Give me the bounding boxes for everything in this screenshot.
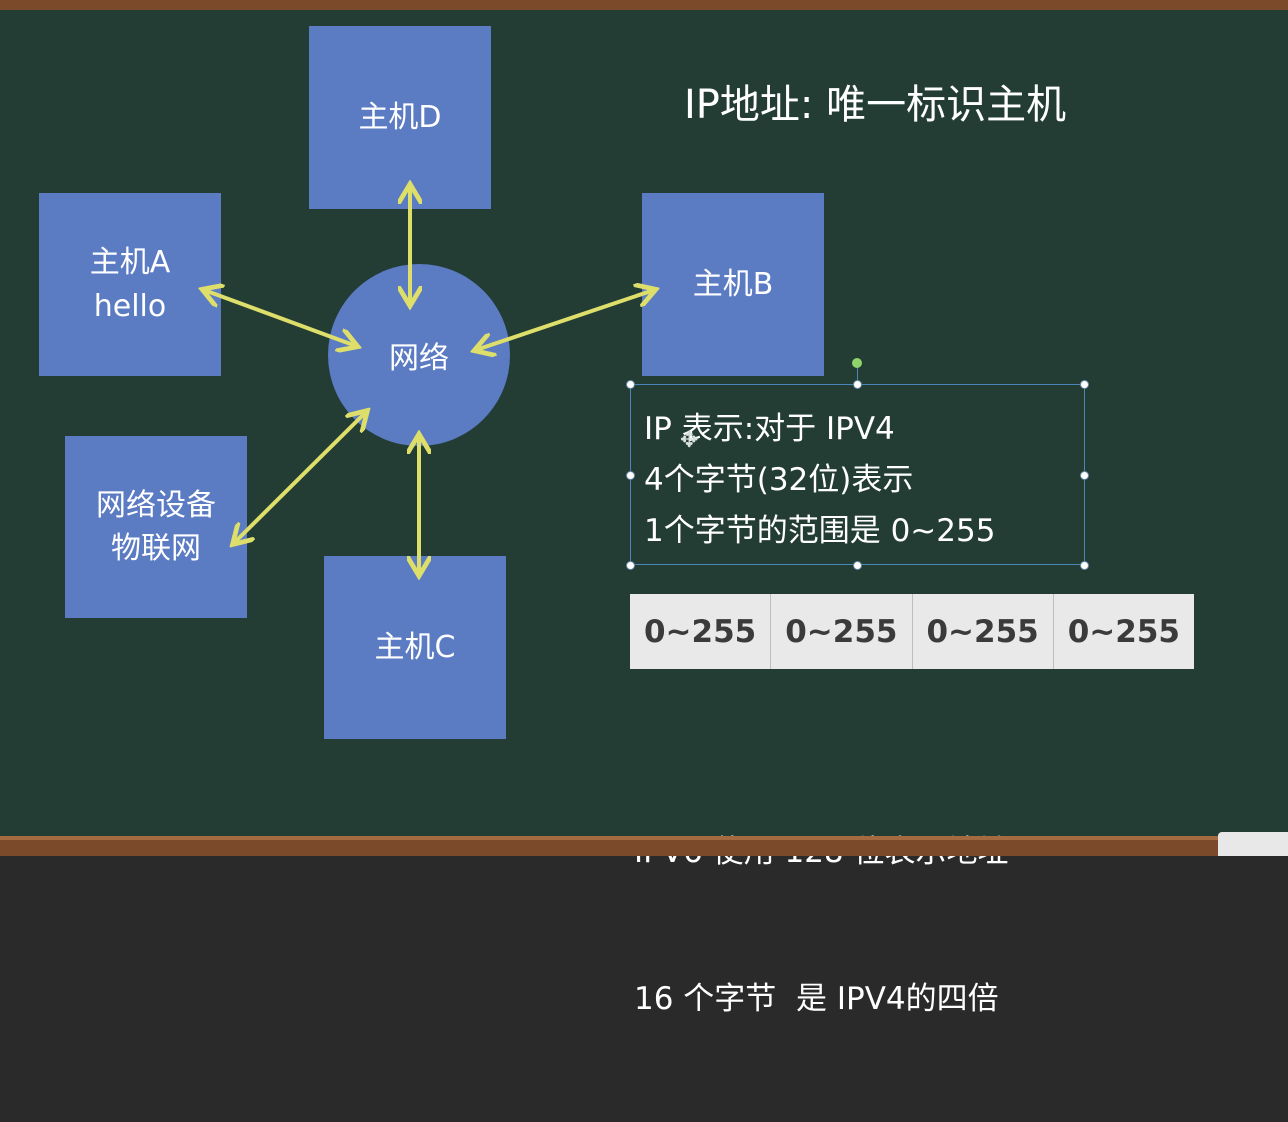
host-a-node[interactable]: 主机A hello xyxy=(39,193,221,376)
host-a-label: 主机A xyxy=(89,245,171,280)
host-a-sublabel: hello xyxy=(93,288,167,324)
resize-handle-ne[interactable] xyxy=(1080,380,1089,389)
network-device-node[interactable]: 网络设备 物联网 xyxy=(65,436,247,618)
resize-handle-s[interactable] xyxy=(853,561,862,570)
host-d-label: 主机D xyxy=(358,99,442,135)
rotate-handle-line xyxy=(857,365,858,384)
network-device-label: 网络设备 xyxy=(96,487,216,523)
chalk-tray xyxy=(1218,832,1288,856)
iot-label: 物联网 xyxy=(111,531,201,566)
byte-cell: 0~255 xyxy=(913,594,1054,669)
resize-handle-n[interactable] xyxy=(853,380,862,389)
resize-handle-e[interactable] xyxy=(1080,471,1089,480)
resize-handle-se[interactable] xyxy=(1080,561,1089,570)
board-frame-bottom xyxy=(0,836,1288,856)
ipv6-line-2: 16 个字节 是 IPV4的四倍 xyxy=(634,981,999,1017)
network-label: 网络 xyxy=(389,341,449,376)
resize-handle-w[interactable] xyxy=(626,471,635,480)
board-frame-top xyxy=(0,0,1288,10)
ipv6-note: IPV6 使用 128 位表示地址 16 个字节 是 IPV4的四倍 xyxy=(634,730,1009,1122)
host-c-node[interactable]: 主机C xyxy=(324,556,506,739)
ipv4-description[interactable]: IP 表示:对于 IPV4 4个字节(32位)表示 1个字节的范围是 0~255 xyxy=(644,404,995,557)
host-c-label: 主机C xyxy=(374,629,456,665)
ipv4-byte-table: 0~255 0~255 0~255 0~255 xyxy=(630,594,1194,669)
ipv4-line-1: IP 表示:对于 IPV4 xyxy=(644,411,895,447)
ipv4-line-3: 1个字节的范围是 0~255 xyxy=(644,513,996,549)
byte-cell: 0~255 xyxy=(630,594,772,669)
host-d-node[interactable]: 主机D xyxy=(309,26,491,209)
byte-cell: 0~255 xyxy=(771,594,913,669)
host-b-label: 主机B xyxy=(692,266,774,302)
host-b-node[interactable]: 主机B xyxy=(642,193,824,376)
ipv4-line-2: 4个字节(32位)表示 xyxy=(644,462,914,498)
rotate-handle-icon[interactable] xyxy=(852,358,862,368)
move-cursor-icon: ✥ xyxy=(680,428,699,453)
chalkboard: IP地址: 唯一标识主机 主机D 主机A hello 主机B 网络设备 物联网 … xyxy=(0,0,1288,1017)
network-node[interactable]: 网络 xyxy=(328,264,510,446)
board-frame-edge xyxy=(0,836,1288,840)
resize-handle-sw[interactable] xyxy=(626,561,635,570)
resize-handle-nw[interactable] xyxy=(626,380,635,389)
arrow-network-device xyxy=(234,412,366,543)
slide-title: IP地址: 唯一标识主机 xyxy=(684,82,1067,128)
byte-cell: 0~255 xyxy=(1067,613,1180,650)
